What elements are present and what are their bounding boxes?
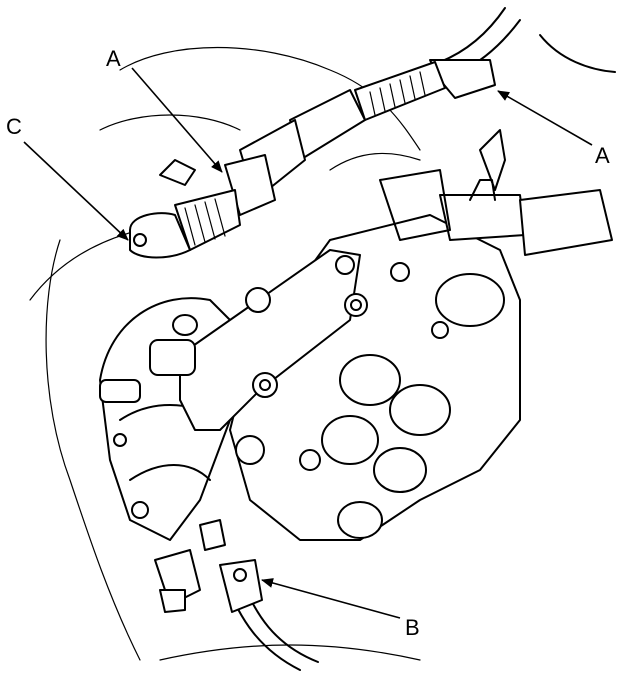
speed-sensor xyxy=(99,287,271,403)
callout-b: B xyxy=(405,615,420,640)
callout-a-upper-left: A xyxy=(106,46,121,71)
leader-lines xyxy=(23,67,593,619)
cable-bracket xyxy=(379,129,613,282)
callout-a-right: A xyxy=(595,143,610,168)
engine-outline xyxy=(29,47,421,661)
mounting-bracket xyxy=(179,249,368,431)
callout-c: C xyxy=(6,114,22,139)
wire-harness xyxy=(129,7,616,259)
ground-cable xyxy=(154,519,319,671)
